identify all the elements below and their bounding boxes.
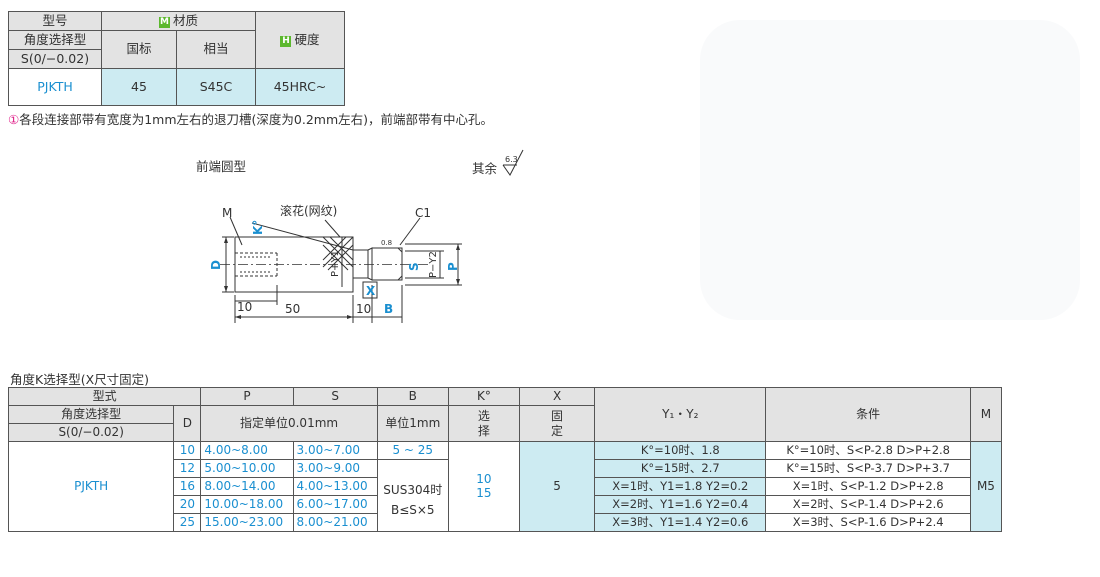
d-value: 10: [173, 441, 202, 460]
spec-gb-value: 45: [101, 68, 177, 106]
model-value: PJKTH: [7, 441, 175, 532]
s-range: 4.00~13.00: [292, 477, 378, 496]
spec-header-tolerance: S(0/−0.02): [8, 49, 102, 69]
label-c1: C1: [415, 206, 431, 220]
y-row: X=3时、Y1=1.4 Y2=0.6: [594, 513, 767, 532]
cond-row: K°=15时、S<P-3.7 D>P+3.7: [765, 459, 971, 478]
spec-header-gb: 国标: [101, 30, 177, 69]
label-finish: 0.8: [381, 239, 392, 247]
header-b: B: [376, 387, 449, 406]
label-knurl: 滚花(网纹): [280, 203, 337, 218]
header-m: M: [969, 387, 1003, 442]
b-range: 5 ~ 25: [376, 441, 449, 460]
p-range: 8.00~14.00: [200, 477, 294, 496]
svg-text:6.3: 6.3: [505, 155, 518, 164]
y-row: K°=10时、1.8: [594, 441, 767, 460]
y-row: X=2时、Y1=1.6 Y2=0.4: [594, 495, 767, 514]
spec-hardness-value: 45HRC~: [255, 68, 345, 106]
y-row: X=1时、Y1=1.8 Y2=0.2: [594, 477, 767, 496]
header-k: K°: [447, 387, 520, 406]
header-y: Y₁・Y₂: [594, 387, 767, 442]
spec-header-equiv: 相当: [176, 30, 256, 69]
header-tolerance: S(0/−0.02): [7, 423, 175, 442]
cond-row: X=2时、S<P-1.4 D>P+2.6: [765, 495, 971, 514]
b-note: SUS304时 B≤S×5: [376, 459, 449, 532]
p-range: 4.00~8.00: [200, 441, 294, 460]
label-s: S: [407, 262, 421, 271]
header-x: X: [518, 387, 596, 406]
background-watermark: [700, 20, 1080, 320]
label-p: P: [446, 262, 460, 271]
hardness-badge-icon: H: [280, 35, 292, 47]
label-py1: P+Y1: [330, 250, 341, 277]
p-range: 10.00~18.00: [200, 495, 294, 514]
tip-outline: [371, 247, 403, 281]
header-d: D: [173, 405, 202, 442]
header-type: 型式: [7, 387, 202, 406]
d-value: 12: [173, 459, 202, 478]
cond-row: X=1时、S<P-1.2 D>P+2.8: [765, 477, 971, 496]
drawing-title: 前端圆型: [196, 159, 247, 174]
s-range: 3.00~7.00: [292, 441, 378, 460]
header-s: S: [292, 387, 378, 406]
spec-header-angle-type: 角度选择型: [8, 30, 102, 50]
label-m: M: [222, 206, 232, 220]
label-b: B: [384, 302, 393, 316]
spec-header-model: 型号: [8, 11, 102, 31]
part-drawing: 6.3: [209, 149, 524, 323]
main-table-title: 角度K选择型(X尺寸固定): [10, 372, 150, 387]
x-value: 5: [518, 441, 596, 532]
label-dim-50: 50: [285, 302, 300, 316]
header-fixed: 固定: [518, 405, 596, 442]
note-mark-icon: ①: [8, 112, 20, 127]
header-cond: 条件: [765, 387, 971, 442]
label-d: D: [209, 260, 223, 270]
s-range: 3.00~9.00: [292, 459, 378, 478]
header-unit001: 指定单位0.01mm: [200, 405, 378, 442]
y-row: K°=15时、2.7: [594, 459, 767, 478]
cond-row: K°=10时、S<P-2.8 D>P+2.8: [765, 441, 971, 460]
header-unit1: 单位1mm: [376, 405, 449, 442]
spec-model-value: PJKTH: [8, 68, 102, 106]
main-table: 型式 P S B K° X Y₁・Y₂ 条件 M 角度选择型 D 指定单位0.0…: [7, 387, 1003, 532]
label-dim-10a: 10: [237, 300, 252, 314]
cond-row: X=3时、S<P-1.6 D>P+2.4: [765, 513, 971, 532]
label-dim-10b: 10: [356, 302, 371, 316]
d-value: 25: [173, 513, 202, 532]
header-p: P: [200, 387, 294, 406]
header-select: 选择: [447, 405, 520, 442]
p-range: 15.00~23.00: [200, 513, 294, 532]
d-value: 16: [173, 477, 202, 496]
d-value: 20: [173, 495, 202, 514]
label-py2: P−Y2: [428, 251, 439, 278]
p-range: 5.00~10.00: [200, 459, 294, 478]
label-k: K°: [251, 220, 265, 235]
note-text: ①各段连接部带有宽度为1mm左右的退刀槽(深度为0.2mm左右)，前端部带有中心…: [8, 112, 494, 127]
s-range: 6.00~17.00: [292, 495, 378, 514]
material-badge-icon: M: [158, 16, 170, 28]
roughness-label: 其余: [472, 161, 498, 176]
label-x: X: [366, 284, 376, 298]
m-value: M5: [969, 441, 1003, 532]
spec-equiv-value: S45C: [176, 68, 256, 106]
s-range: 8.00~21.00: [292, 513, 378, 532]
header-angle-type: 角度选择型: [7, 405, 175, 424]
roughness-icon: 6.3: [502, 149, 524, 176]
